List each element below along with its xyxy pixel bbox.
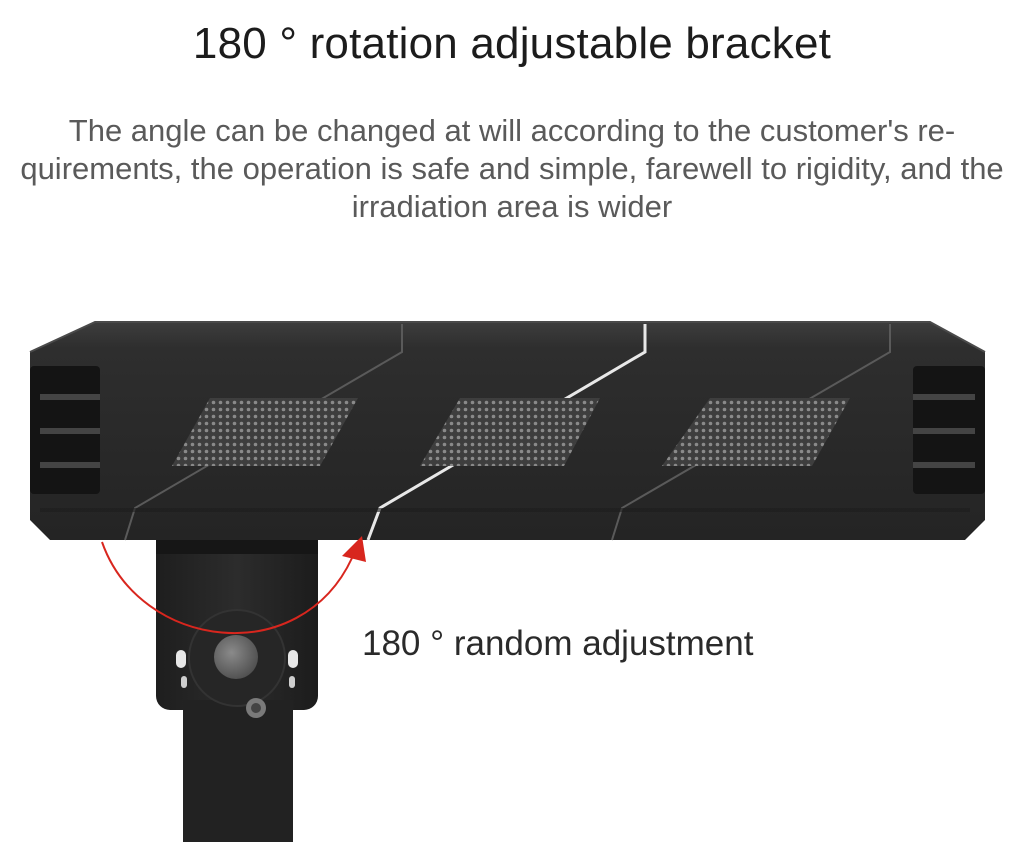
page-description: The angle can be changed at will accordi… — [20, 113, 1004, 224]
page-title: 180 ° rotation adjustable bracket — [192, 19, 832, 68]
curved-rotation-arrow-icon — [101, 536, 366, 635]
floodlight-product-image — [29, 321, 986, 842]
rotation-callout-label: 180 ° random adjustment — [362, 624, 754, 663]
bracket-arm — [156, 540, 318, 842]
floodlight-housing — [29, 321, 986, 541]
